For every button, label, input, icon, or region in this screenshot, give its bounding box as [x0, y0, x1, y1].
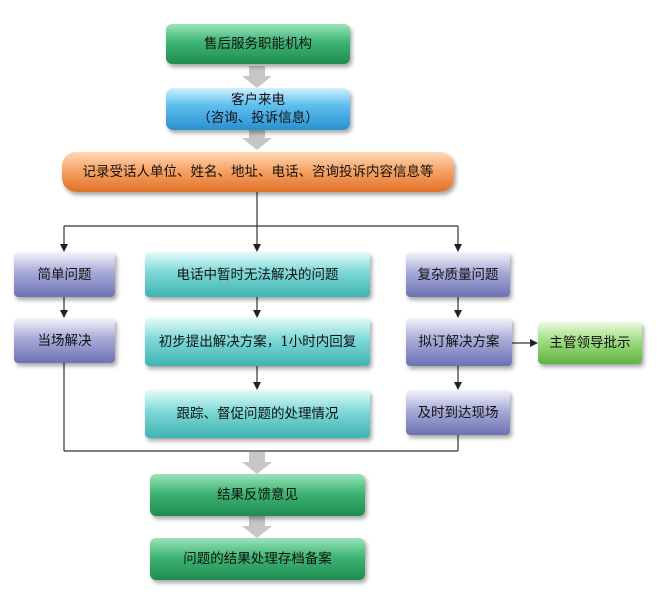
node-after-sales: 售后服务职能机构	[166, 24, 350, 64]
node-draft-plan: 拟订解决方案	[406, 318, 512, 366]
node-solve-on-spot: 当场解决	[14, 318, 115, 363]
gray-arrow-2	[242, 130, 272, 150]
node-leader-approval: 主管领导批示	[538, 322, 642, 364]
node-track-supervise: 跟踪、督促问题的处理情况	[145, 390, 370, 438]
gray-arrow-4	[242, 516, 272, 538]
node-feedback: 结果反馈意见	[150, 474, 365, 516]
node-record-info: 记录受话人单位、姓名、地址、电话、咨询投诉内容信息等	[62, 152, 454, 192]
customer-call-line2: （咨询、投诉信息）	[197, 110, 319, 126]
node-arrive-on-site: 及时到达现场	[406, 390, 510, 435]
node-customer-call: 客户来电 （咨询、投诉信息）	[166, 88, 350, 130]
customer-call-line1: 客户来电	[231, 92, 285, 108]
node-unsolvable-on-phone: 电话中暂时无法解决的问题	[145, 252, 370, 297]
node-simple-issue: 简单问题	[14, 252, 115, 297]
node-initial-plan: 初步提出解决方案，1小时内回复	[145, 318, 370, 366]
gray-arrow-1	[242, 66, 272, 88]
node-archive: 问题的结果处理存档备案	[150, 538, 365, 580]
gray-arrow-3	[242, 452, 272, 474]
node-complex-quality: 复杂质量问题	[406, 252, 510, 297]
